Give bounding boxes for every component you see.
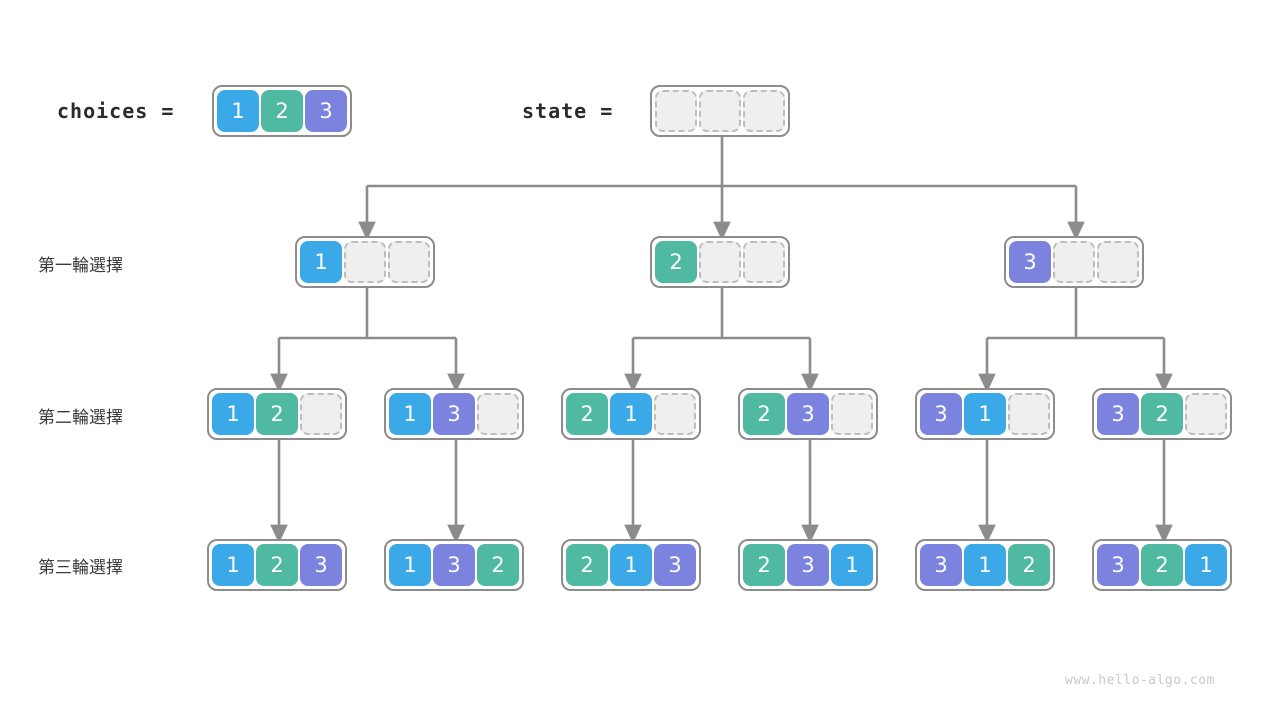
round3-node-6-cell-2: 2: [1141, 544, 1183, 586]
round3-node-6-cell-3: 1: [1185, 544, 1227, 586]
round2-node-4-cell-2: 3: [787, 393, 829, 435]
round1-node-1-cell-2: [344, 241, 386, 283]
round3-node-5-cell-2: 1: [964, 544, 1006, 586]
round2-node-6-cell-2: 2: [1141, 393, 1183, 435]
row-label-round-1: 第一輪選擇: [38, 256, 123, 276]
round3-node-3-cell-2: 1: [610, 544, 652, 586]
round3-node-3-cell-3: 3: [654, 544, 696, 586]
round2-node-6-cell-1: 3: [1097, 393, 1139, 435]
round2-node-3-cell-2: 1: [610, 393, 652, 435]
round1-node-3-cell-3: [1097, 241, 1139, 283]
round1-node-3: 3: [1004, 236, 1144, 288]
round2-node-1-cell-2: 2: [256, 393, 298, 435]
round1-node-1: 1: [295, 236, 435, 288]
watermark: www.hello-algo.com: [1065, 673, 1215, 688]
round2-node-5-cell-3: [1008, 393, 1050, 435]
round3-node-1-cell-2: 2: [256, 544, 298, 586]
row-label-round-3: 第三輪選擇: [38, 558, 123, 578]
round3-node-2-cell-2: 3: [433, 544, 475, 586]
round1-node-2-cell-3: [743, 241, 785, 283]
row-label-round-2: 第二輪選擇: [38, 408, 123, 428]
round2-node-2-cell-1: 1: [389, 393, 431, 435]
round1-node-1-cell-1: 1: [300, 241, 342, 283]
round3-node-1-cell-3: 3: [300, 544, 342, 586]
state-cell-1: [655, 90, 697, 132]
round1-node-2-cell-1: 2: [655, 241, 697, 283]
round3-node-2-cell-1: 1: [389, 544, 431, 586]
round3-node-4-cell-3: 1: [831, 544, 873, 586]
state-cell-3: [743, 90, 785, 132]
round3-node-5-cell-3: 2: [1008, 544, 1050, 586]
round1-node-2: 2: [650, 236, 790, 288]
state-cell-2: [699, 90, 741, 132]
round2-node-4-cell-3: [831, 393, 873, 435]
round1-node-3-cell-2: [1053, 241, 1095, 283]
round2-node-6-cell-3: [1185, 393, 1227, 435]
round1-node-2-cell-2: [699, 241, 741, 283]
choices-cell-2: 2: [261, 90, 303, 132]
round3-node-5-cell-1: 3: [920, 544, 962, 586]
round2-node-2-cell-2: 3: [433, 393, 475, 435]
round2-node-5-cell-1: 3: [920, 393, 962, 435]
round3-node-1-cell-1: 1: [212, 544, 254, 586]
round3-node-4-cell-2: 3: [787, 544, 829, 586]
round2-node-4-cell-1: 2: [743, 393, 785, 435]
round3-node-2-cell-3: 2: [477, 544, 519, 586]
choices-cell-1: 1: [217, 90, 259, 132]
round1-node-3-cell-1: 3: [1009, 241, 1051, 283]
round3-node-6-cell-1: 3: [1097, 544, 1139, 586]
round1-node-1-cell-3: [388, 241, 430, 283]
choices-label: choices =: [57, 99, 175, 123]
round2-node-3-cell-1: 2: [566, 393, 608, 435]
state-array: [650, 85, 790, 137]
round2-node-5-cell-2: 1: [964, 393, 1006, 435]
round2-node-1-cell-3: [300, 393, 342, 435]
round3-node-4-cell-1: 2: [743, 544, 785, 586]
round2-node-2-cell-3: [477, 393, 519, 435]
round3-node-3-cell-1: 2: [566, 544, 608, 586]
round2-node-1-cell-1: 1: [212, 393, 254, 435]
round2-node-3-cell-3: [654, 393, 696, 435]
choices-cell-3: 3: [305, 90, 347, 132]
state-label: state =: [522, 99, 614, 123]
